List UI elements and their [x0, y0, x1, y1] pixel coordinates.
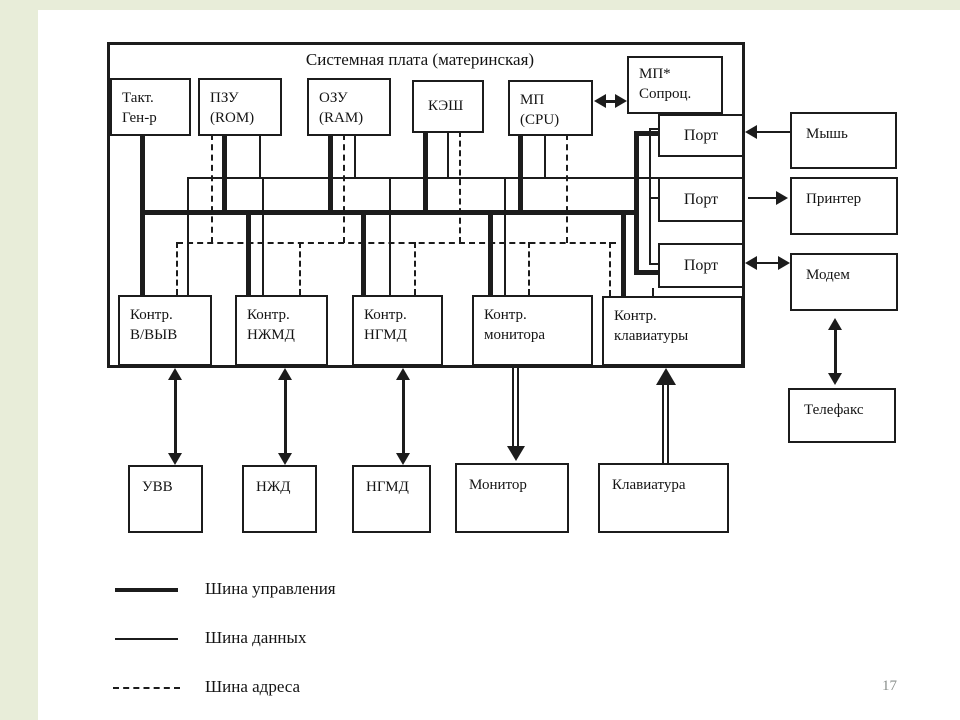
port-1-box: Порт	[658, 114, 744, 157]
arrowhead-up-icon	[278, 368, 292, 380]
port3-data-stub	[649, 263, 658, 265]
arrowhead-down-icon	[507, 446, 525, 461]
keyboard-box: Клавиатура	[598, 463, 729, 533]
port3-control-stub	[634, 270, 658, 275]
legend-item-data-bus: Шина данных	[205, 628, 307, 647]
cache-address-line	[459, 131, 461, 243]
page-number: 17	[882, 678, 897, 694]
arrow-double-line	[512, 368, 519, 448]
mon-ctrl-address-line	[528, 242, 530, 295]
port1-data-stub	[649, 128, 658, 130]
arrowhead-right-icon	[776, 191, 788, 205]
hdd-device-box: НЖД	[242, 465, 317, 533]
mouse-box: Мышь	[790, 112, 897, 169]
arrowhead-left-icon	[745, 256, 757, 270]
monitor-controller-box: Контр. монитора	[472, 295, 593, 366]
hdd-controller-box: Контр. НЖМД	[235, 295, 328, 366]
legend-item-address-bus: Шина адреса	[205, 677, 301, 696]
kbd-ctrl-control-line	[621, 210, 626, 296]
port1-control-stub	[634, 131, 658, 136]
fdd-ctrl-data-line	[389, 177, 391, 295]
port-data-riser	[649, 128, 651, 265]
legend-data-bus-sample	[115, 638, 178, 640]
arrow-line	[284, 378, 287, 455]
fdd-ctrl-control-line	[361, 210, 366, 295]
ram-box: ОЗУ (RAM)	[307, 78, 391, 136]
port-control-riser	[634, 131, 639, 275]
arrowhead-left-icon	[745, 125, 757, 139]
io-ctrl-address-line	[176, 242, 178, 295]
arrowhead-up-icon	[828, 318, 842, 330]
arrowhead-left-icon	[594, 94, 606, 108]
mon-ctrl-data-line	[504, 177, 506, 295]
cache-box: КЭШ	[412, 80, 484, 133]
rom-data-line	[259, 134, 261, 179]
coprocessor-box: МП* Сопроц.	[627, 56, 723, 114]
arrowhead-up-icon	[168, 368, 182, 380]
arrowhead-down-icon	[168, 453, 182, 465]
rom-address-line	[211, 134, 213, 243]
arrowhead-up-icon	[396, 368, 410, 380]
cpu-address-line	[566, 134, 568, 243]
io-ctrl-data-line	[187, 177, 189, 295]
cache-control-line	[423, 131, 428, 212]
printer-box: Принтер	[790, 177, 898, 235]
hdd-ctrl-data-line	[262, 177, 264, 295]
ram-control-line	[328, 134, 333, 212]
arrowhead-right-icon	[615, 94, 627, 108]
arrowhead-down-icon	[278, 453, 292, 465]
hdd-ctrl-control-line	[246, 210, 251, 295]
arrowhead-up-icon	[656, 368, 676, 385]
arrow-line	[174, 378, 177, 455]
fdd-controller-box: Контр. НГМД	[352, 295, 443, 366]
arrowhead-down-icon	[396, 453, 410, 465]
rom-control-line	[222, 134, 227, 212]
arrowhead-right-icon	[778, 256, 790, 270]
port-3-box: Порт	[658, 243, 744, 288]
arrow-line	[755, 262, 780, 264]
arrow-line	[834, 328, 837, 375]
port-2-box: Порт	[658, 177, 744, 222]
port2-data-stub	[649, 197, 658, 199]
cpu-control-line	[518, 134, 523, 212]
cpu-box: МП (CPU)	[508, 80, 593, 136]
ram-address-line	[343, 134, 345, 243]
kbd-ctrl-address-line	[609, 242, 611, 296]
monitor-box: Монитор	[455, 463, 569, 533]
legend-address-bus-sample	[113, 687, 180, 689]
fdd-device-box: НГМД	[352, 465, 431, 533]
cache-data-line	[447, 131, 449, 179]
arrow-double-line	[662, 383, 669, 463]
fdd-ctrl-address-line	[414, 242, 416, 295]
clock-control-line	[140, 134, 145, 295]
ram-data-line	[354, 134, 356, 179]
fax-box: Телефакс	[788, 388, 896, 443]
keyboard-controller-box: Контр. клавиатуры	[602, 296, 743, 366]
io-controller-box: Контр. В/ВЫВ	[118, 295, 212, 366]
arrow-line	[748, 197, 778, 199]
legend-item-control-bus: Шина управления	[205, 579, 336, 598]
arrowhead-down-icon	[828, 373, 842, 385]
modem-box: Модем	[790, 253, 898, 311]
hdd-ctrl-address-line	[299, 242, 301, 295]
arrow-line	[756, 131, 790, 133]
io-device-box: УВВ	[128, 465, 203, 533]
arrow-line	[604, 100, 618, 103]
arrow-line	[402, 378, 405, 455]
cpu-data-line	[544, 134, 546, 179]
port3-kbd-link	[652, 288, 654, 296]
address-bus-line	[177, 242, 616, 244]
rom-box: ПЗУ (ROM)	[198, 78, 282, 136]
board-title: Системная плата (материнская)	[305, 50, 535, 69]
clock-generator-box: Такт. Ген-р	[110, 78, 191, 136]
mon-ctrl-control-line	[488, 210, 493, 295]
legend-control-bus-sample	[115, 588, 178, 592]
